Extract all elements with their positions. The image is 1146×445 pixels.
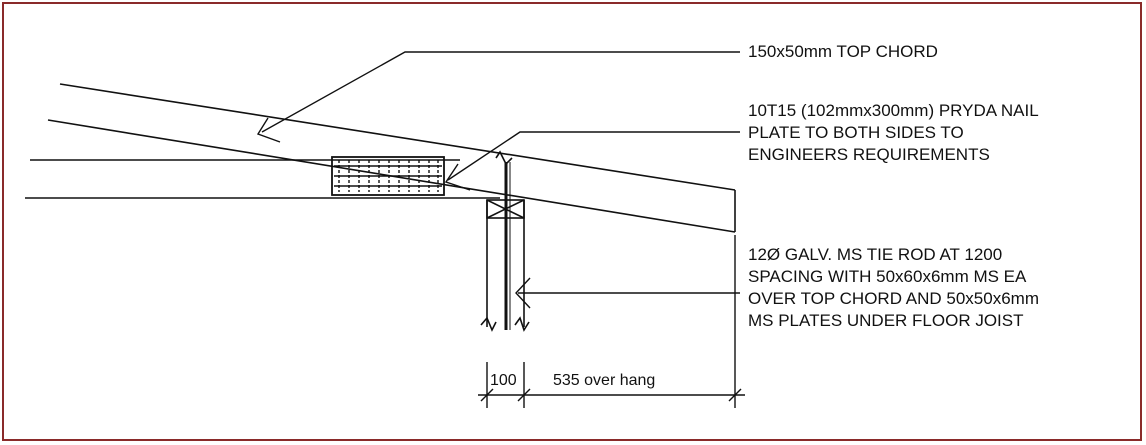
nail-plate-leader [447,131,740,181]
tie-rod-note-line: OVER TOP CHORD AND 50x50x6mm [748,289,1039,308]
nail-plate [331,156,445,196]
top-chord-leader [261,51,740,133]
tie-rod-note-line: SPACING WITH 50x60x6mm MS EA [748,267,1027,286]
tie-rod-note-line: MS PLATES UNDER FLOOR JOIST [748,311,1024,330]
nail-plate-note-line: 10T15 (102mmx300mm) PRYDA NAIL [748,101,1039,120]
post-dimension-label: 100 [490,372,517,389]
post-break-mark [480,316,497,332]
top-chord-upper-edge [59,83,736,191]
top-chord-note: 150x50mm TOP CHORD [748,42,938,61]
tie-rod-note: 12Ø GALV. MS TIE ROD AT 1200 SPACING WIT… [748,244,1039,332]
nail-plate-note-line: ENGINEERS REQUIREMENTS [748,145,990,164]
dimension-line [478,235,745,408]
nail-plate-note: 10T15 (102mmx300mm) PRYDA NAIL PLATE TO … [748,100,1039,166]
overhang-dimension-label: 535 over hang [553,372,656,389]
nail-plate-note-line: PLATE TO BOTH SIDES TO [748,123,964,142]
tie-rod-note-line: 12Ø GALV. MS TIE ROD AT 1200 [748,245,1003,264]
